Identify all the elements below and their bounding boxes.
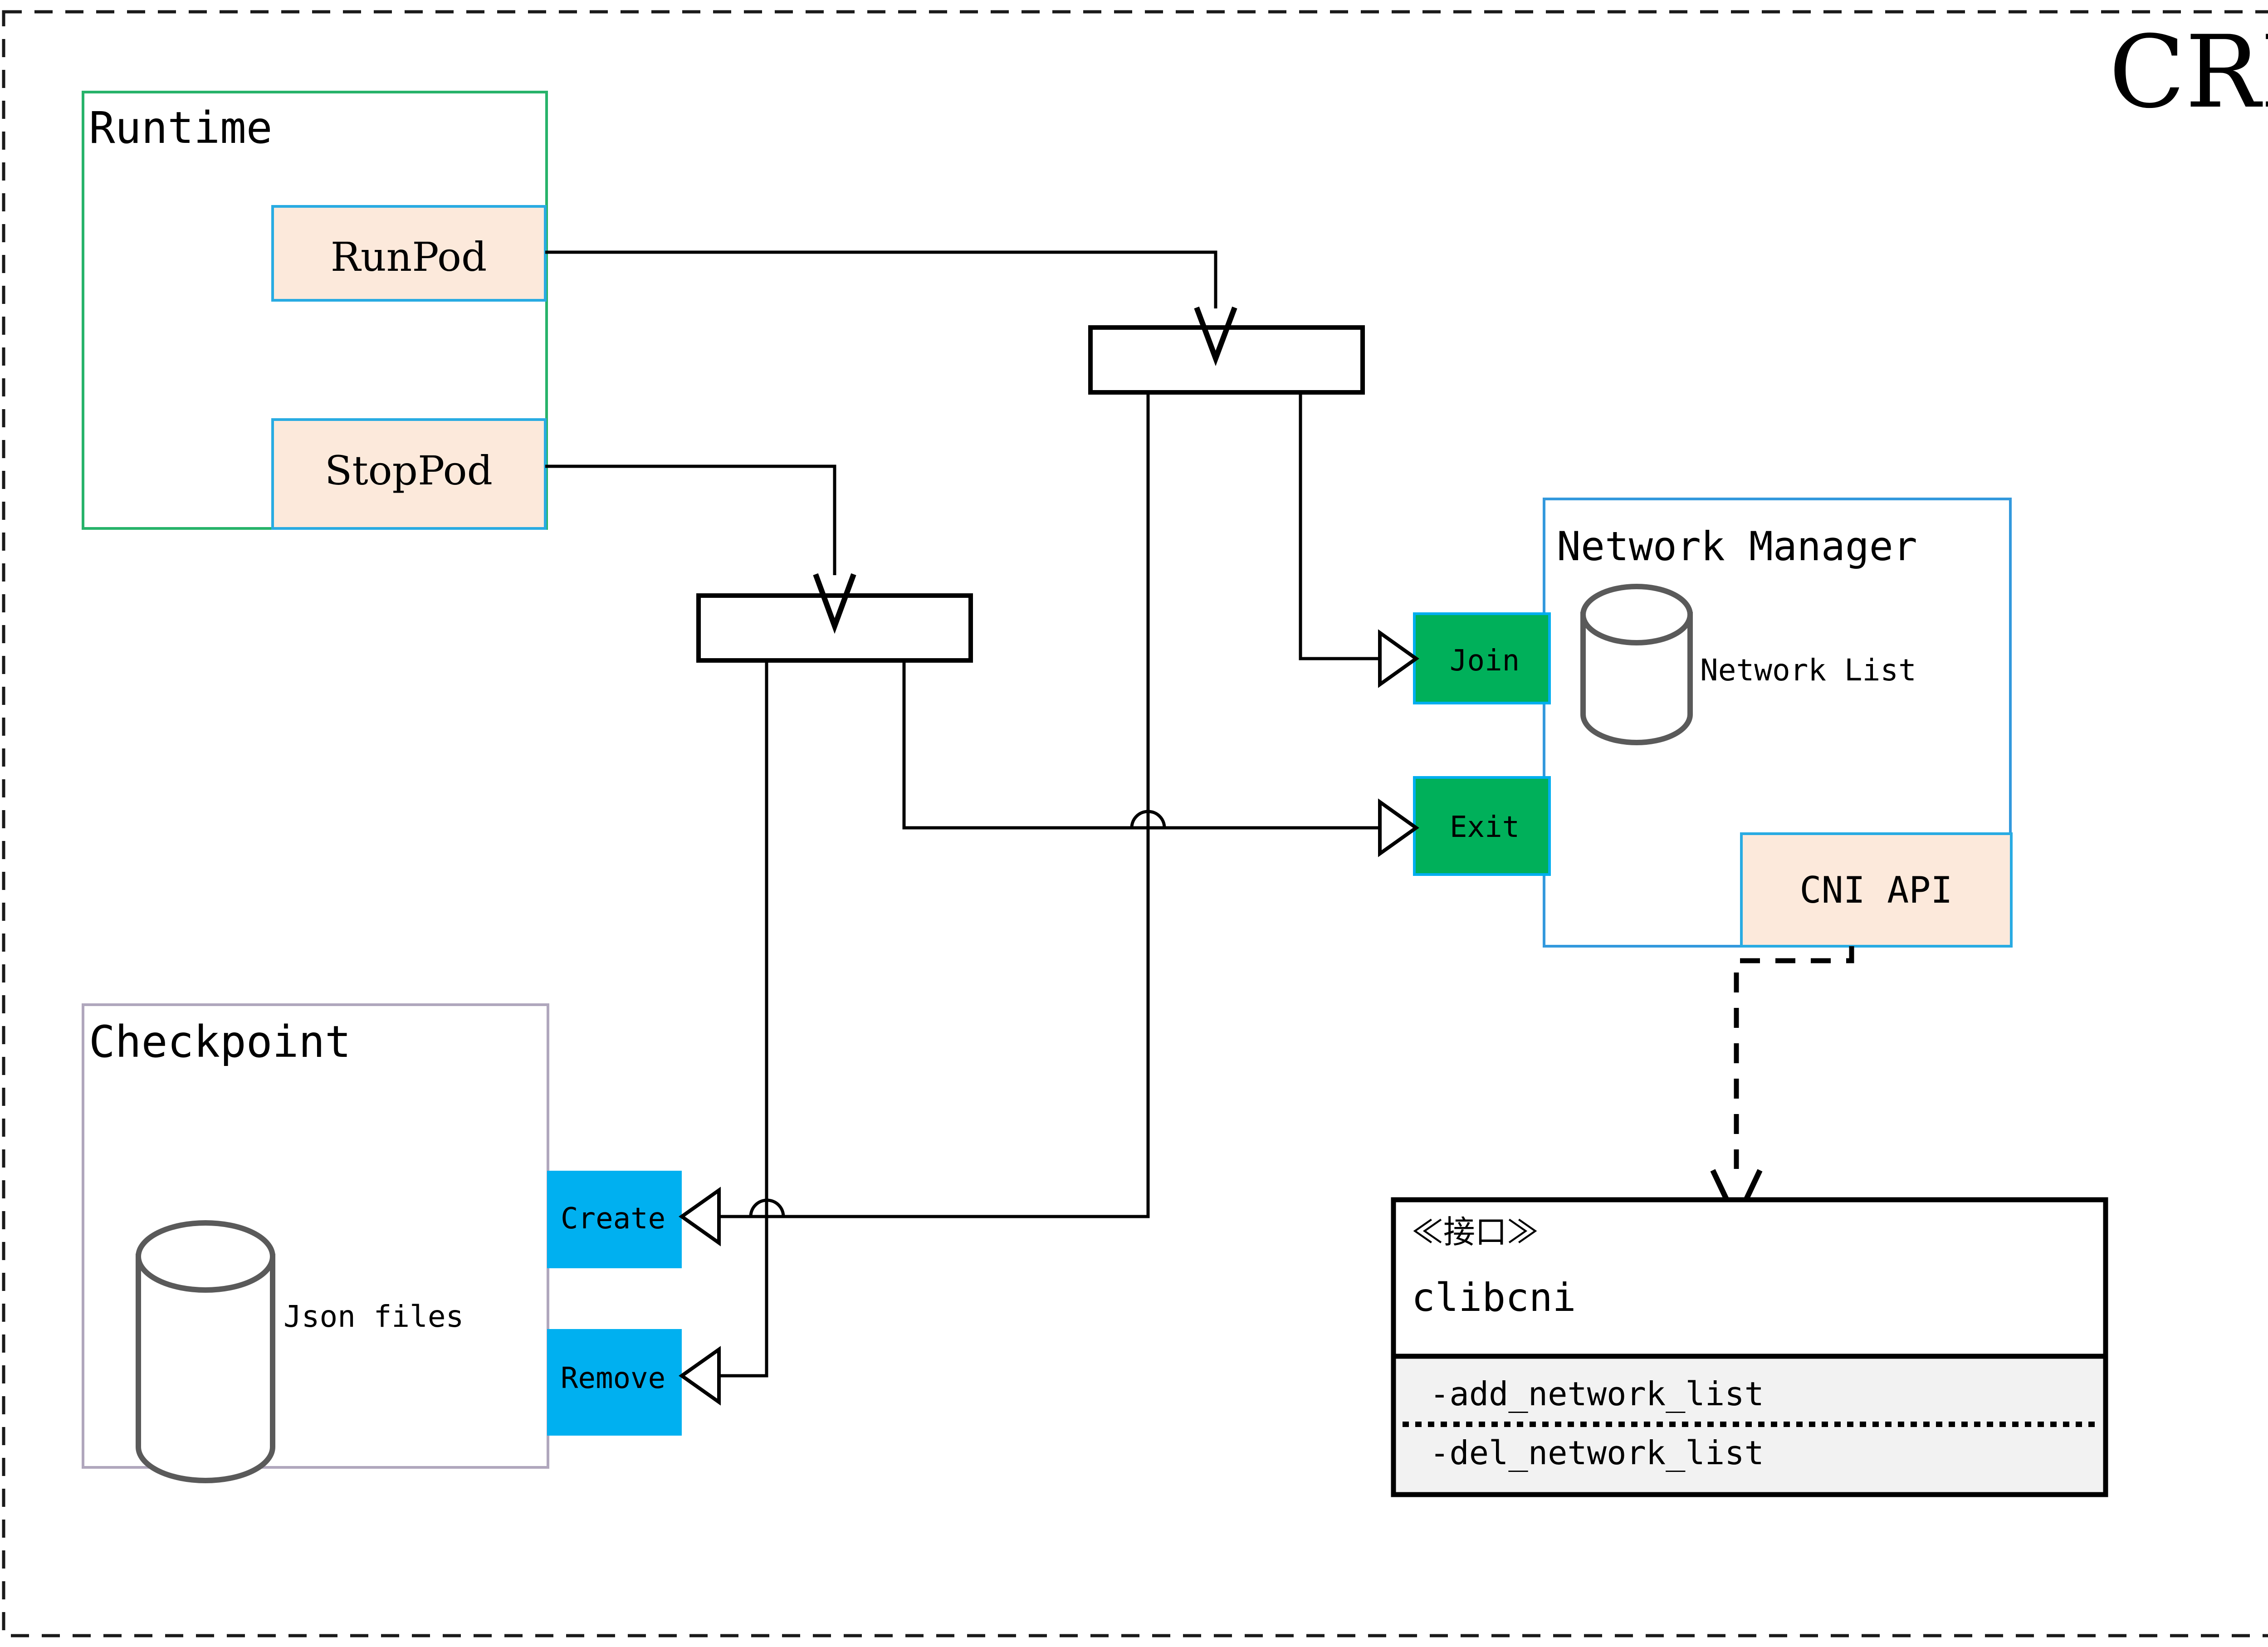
clibcni-method-add: -add_network_list xyxy=(1430,1375,1764,1413)
remove-label: Remove xyxy=(561,1362,665,1395)
edge-runpod-to-junction-upper xyxy=(545,250,1217,308)
arrowhead-stoppod-junction xyxy=(813,573,856,634)
edge-cni-api-to-clibcni xyxy=(1734,946,1854,1169)
runpod-box[interactable] xyxy=(271,205,547,302)
arrowhead-remove xyxy=(679,1346,721,1406)
remove-box[interactable] xyxy=(547,1329,682,1436)
arrowhead-runpod-junction xyxy=(1194,306,1237,367)
arrowhead-exit xyxy=(1378,798,1419,857)
create-box[interactable] xyxy=(547,1171,682,1268)
line-hop-exit-crossing xyxy=(1130,810,1166,828)
checkpoint-group-label: Checkpoint xyxy=(89,1017,351,1067)
stoppod-label: StopPod xyxy=(325,447,493,494)
exit-box[interactable] xyxy=(1413,776,1551,876)
edge-junction-upper-to-create xyxy=(708,392,1150,1218)
edge-junction-upper-to-join xyxy=(1299,392,1379,660)
arrowhead-create xyxy=(679,1187,721,1246)
arrowhead-join xyxy=(1378,629,1419,688)
network-list-cylinder-icon xyxy=(1580,584,1693,745)
clibcni-stereotype: ≪接口≫ xyxy=(1412,1213,1539,1251)
runpod-label: RunPod xyxy=(331,234,487,280)
edge-junction-lower-to-remove xyxy=(708,660,768,1378)
runtime-group-label: Runtime xyxy=(89,103,273,153)
exit-label: Exit xyxy=(1450,811,1520,844)
join-box[interactable] xyxy=(1413,612,1551,704)
junction-upper-bar xyxy=(1088,325,1365,395)
stoppod-box[interactable] xyxy=(271,418,547,530)
cni-api-box[interactable] xyxy=(1740,832,2013,948)
outer-dashed-frame xyxy=(2,10,2268,1637)
page-title: CRI xyxy=(2109,14,2268,130)
checkpoint-store-label: Json files xyxy=(284,1299,464,1334)
edge-junction-lower-to-exit xyxy=(902,660,1379,830)
network-manager-group-label: Network Manager xyxy=(1557,523,1917,570)
network-list-label: Network List xyxy=(1700,653,1916,688)
create-label: Create xyxy=(561,1202,665,1236)
clibcni-name: clibcni xyxy=(1412,1275,1576,1320)
cylinder-database-icon xyxy=(136,1220,275,1483)
cni-api-label: CNI API xyxy=(1799,869,1952,911)
edge-stoppod-to-junction-lower xyxy=(545,464,836,575)
join-label: Join xyxy=(1450,644,1520,678)
clibcni-method-del: -del_network_list xyxy=(1430,1434,1764,1472)
